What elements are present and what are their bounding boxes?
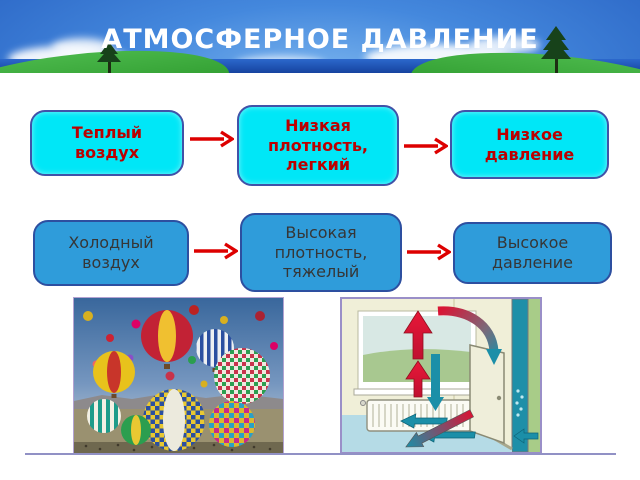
flow-box-high-density: Высокая плотность, тяжелый: [240, 213, 402, 292]
arrow-right-icon: [402, 137, 450, 155]
balloon-teal-striped: [87, 399, 121, 433]
balloon-yellow: [93, 351, 135, 398]
tree-icon: [92, 40, 126, 73]
page-title: АТМОСФЕРНОЕ ДАВЛЕНИЕ: [101, 24, 539, 55]
balloon-multicolor: [209, 401, 255, 447]
footer-divider: [25, 453, 616, 455]
flow-box-label: Высокая плотность, тяжелый: [274, 223, 368, 282]
cloud-shape: [470, 36, 540, 54]
arrow-right-icon: [405, 243, 453, 261]
flow-box-low-pressure: Низкое давление: [450, 110, 609, 179]
flow-box-label: Теплый воздух: [71, 123, 143, 162]
flow-box-label: Высокое давление: [491, 233, 574, 272]
warm-air-up-arrows: [403, 310, 433, 398]
tree-icon: [536, 24, 576, 73]
curved-circulation-arrow: [437, 306, 502, 365]
balloon-green-stripe: [121, 415, 151, 445]
balloon-red-yellow: [141, 310, 193, 369]
flow-box-label: Низкое давление: [484, 124, 575, 164]
hot-air-balloons-photo: [73, 297, 284, 454]
flow-box-label: Низкая плотность, легкий: [267, 116, 369, 175]
flow-box-high-pressure: Высокое давление: [453, 222, 612, 284]
slide-header: АТМОСФЕРНОЕ ДАВЛЕНИЕ: [0, 0, 640, 73]
warming-diagonal-arrow: [405, 409, 474, 448]
balloon-blue-yellow-checker: [143, 389, 205, 451]
flow-box-warm-air: Теплый воздух: [30, 110, 184, 176]
flow-box-cold-air: Холодный воздух: [33, 220, 189, 286]
flow-box-low-density: Низкая плотность, легкий: [237, 105, 399, 186]
room-air-circulation-diagram: [340, 297, 542, 454]
cool-air-down-arrow: [427, 354, 444, 411]
arrow-right-icon: [188, 130, 236, 148]
arrow-right-icon: [192, 242, 240, 260]
flow-box-label: Холодный воздух: [68, 233, 154, 272]
